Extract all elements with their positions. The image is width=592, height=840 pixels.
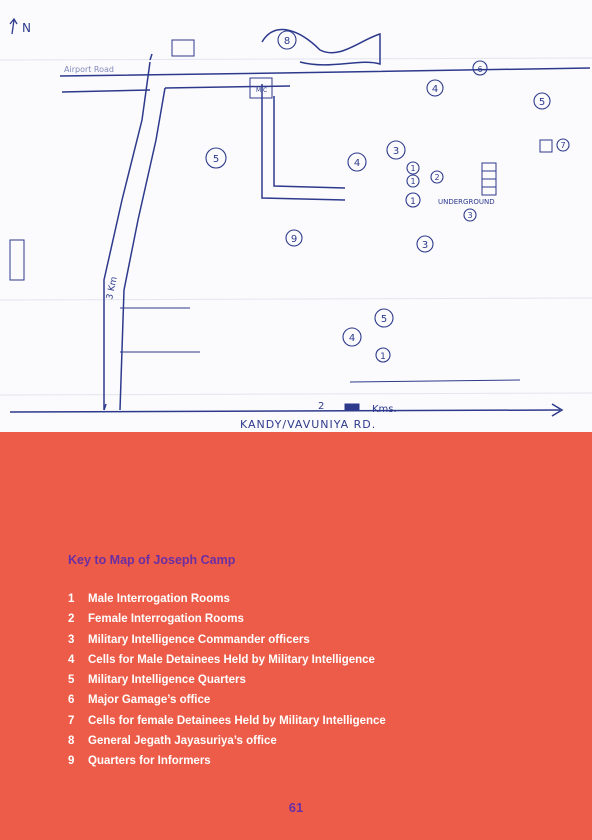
key-label: Cells for Male Detainees Held by Militar… (88, 653, 375, 666)
key-item: 5 Military Intelligence Quarters (68, 674, 548, 694)
key-label: Military Intelligence Quarters (88, 674, 246, 687)
key-item: 4 Cells for Male Detainees Held by Milita… (68, 654, 548, 674)
marker-7: 4 (354, 158, 360, 169)
marker-8: 3 (393, 146, 399, 157)
north-arrow-icon (9, 17, 18, 35)
marker-1: 8 (284, 36, 290, 47)
airport-road-label: Airport Road (64, 65, 114, 74)
key-item: 9 Quarters for Informers (68, 755, 548, 775)
north-label: N (22, 21, 31, 35)
key-number: 1 (68, 593, 75, 605)
key-label: Military Intelligence Commander officers (88, 633, 310, 646)
key-item: 1 Male Interrogation Rooms (68, 593, 548, 613)
key-label: Female Interrogation Rooms (88, 613, 244, 626)
marker-15: 3 (422, 240, 428, 251)
marker-3: 6 (477, 65, 482, 74)
marker-2: 4 (432, 84, 438, 95)
key-item: 6 Major Gamage’s office (68, 694, 548, 714)
marker-6: 5 (213, 154, 219, 165)
marker-12: 1 (410, 197, 416, 207)
marker-9: 1 (410, 164, 415, 173)
key-list: 1 Male Interrogation Rooms 2 Female Interr… (68, 593, 548, 776)
marker-11: 1 (410, 177, 415, 186)
key-number: 3 (68, 633, 75, 646)
marker-16: 5 (381, 314, 387, 325)
key-label: Quarters for Informers (88, 755, 211, 768)
key-number: 2 (68, 613, 75, 626)
marker-14: 9 (291, 234, 297, 245)
key-item: 3 Military Intelligence Commander officer… (68, 634, 548, 654)
camp-map-sketch: N (0, 0, 592, 432)
map-drawing: N (0, 17, 592, 431)
marker-10: 2 (434, 173, 439, 182)
key-item: 7 Cells for female Detainees Held by Mili… (68, 715, 548, 735)
road-distance-unit: Kms. (372, 404, 397, 415)
underground-label: UNDERGROUND (438, 198, 495, 206)
key-item: 2 Female Interrogation Rooms (68, 613, 548, 633)
key-item: 8 General Jegath Jayasuriya’s office (68, 735, 548, 755)
marker-17: 4 (349, 333, 355, 344)
key-number: 6 (68, 694, 75, 707)
map-key: Key to Map of Joseph Camp 1 Male Interrog… (68, 553, 548, 776)
key-label: General Jegath Jayasuriya’s office (88, 735, 277, 748)
key-label: Male Interrogation Rooms (88, 593, 230, 605)
marker-5: 7 (560, 141, 565, 150)
key-label: Cells for female Detainees Held by Milit… (88, 714, 386, 727)
key-title: Key to Map of Joseph Camp (68, 553, 236, 567)
mic-label: MIC (256, 87, 267, 94)
key-number: 9 (68, 755, 75, 768)
marker-4: 5 (539, 97, 545, 108)
key-number: 7 (68, 714, 75, 727)
road-distance: 2 (318, 401, 324, 412)
key-number: 8 (68, 735, 75, 748)
marker-18: 1 (380, 352, 386, 362)
distance-label: 3 Km (105, 276, 120, 301)
key-label: Major Gamage’s office (88, 694, 211, 707)
road-name: KANDY/VAVUNIYA RD. (240, 418, 376, 431)
key-number: 5 (68, 674, 75, 687)
marker-13: 3 (467, 211, 472, 220)
key-number: 4 (68, 653, 75, 666)
page-number: 61 (288, 800, 304, 815)
